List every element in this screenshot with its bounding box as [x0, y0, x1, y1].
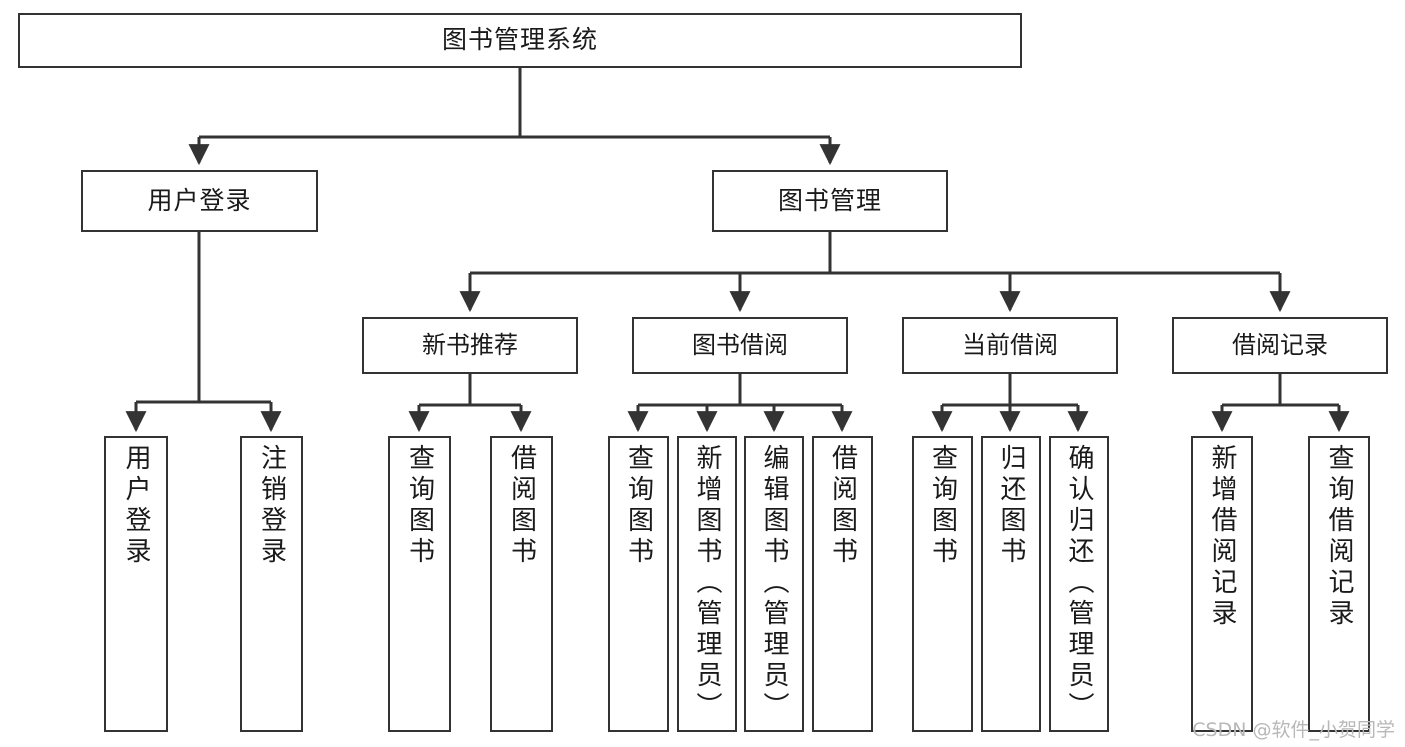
- node-label: 编辑图书（管理员）: [759, 444, 789, 723]
- node-label: 当前借阅: [962, 330, 1058, 359]
- node-new-book-recommend[interactable]: 新书推荐: [362, 317, 578, 374]
- node-label: 确认归还（管理员）: [1064, 444, 1094, 723]
- node-user-login[interactable]: 用户登录: [81, 170, 318, 232]
- node-label: 用户登录: [147, 185, 252, 215]
- node-label: 查询图书: [623, 444, 654, 568]
- node-book-management[interactable]: 图书管理: [712, 170, 948, 232]
- node-leaf-add-record[interactable]: 新增借阅记录: [1191, 436, 1253, 732]
- node-label: 新增借阅记录: [1207, 444, 1237, 630]
- node-leaf-query-record[interactable]: 查询借阅记录: [1308, 436, 1370, 732]
- node-label: 查询图书: [404, 444, 435, 568]
- node-label: 图书管理系统: [441, 25, 598, 55]
- node-label: 借阅图书: [827, 444, 858, 568]
- node-current-borrow[interactable]: 当前借阅: [902, 317, 1118, 374]
- node-leaf-query-book-1[interactable]: 查询图书: [388, 436, 451, 732]
- node-label: 借阅图书: [506, 444, 537, 568]
- node-leaf-logout-login[interactable]: 注销登录: [240, 436, 303, 732]
- node-label: 用户登录: [121, 444, 151, 568]
- node-book-borrow[interactable]: 图书借阅: [632, 317, 848, 374]
- node-label: 注销登录: [256, 444, 287, 568]
- node-leaf-borrow-book-2[interactable]: 借阅图书: [812, 436, 873, 732]
- node-leaf-user-login[interactable]: 用户登录: [104, 436, 168, 732]
- node-leaf-edit-book[interactable]: 编辑图书（管理员）: [744, 436, 804, 732]
- node-root-book-management-system[interactable]: 图书管理系统: [18, 13, 1022, 68]
- watermark-text: CSDN @软件_小贺同学: [1192, 719, 1395, 741]
- node-leaf-return-book[interactable]: 归还图书: [981, 436, 1041, 732]
- node-label: 查询图书: [927, 444, 958, 568]
- node-leaf-query-book-3[interactable]: 查询图书: [912, 436, 973, 732]
- node-label: 查询借阅记录: [1324, 444, 1354, 630]
- node-label: 新增图书（管理员）: [692, 444, 722, 723]
- node-leaf-borrow-book-1[interactable]: 借阅图书: [490, 436, 553, 732]
- node-borrow-record[interactable]: 借阅记录: [1172, 317, 1388, 374]
- node-leaf-confirm-return[interactable]: 确认归还（管理员）: [1049, 436, 1109, 732]
- node-label: 借阅记录: [1232, 330, 1328, 359]
- node-leaf-add-book[interactable]: 新增图书（管理员）: [677, 436, 737, 732]
- node-leaf-query-book-2[interactable]: 查询图书: [608, 436, 669, 732]
- node-label: 归还图书: [996, 444, 1026, 568]
- node-label: 图书借阅: [692, 330, 788, 359]
- node-label: 图书管理: [777, 185, 882, 215]
- node-label: 新书推荐: [422, 330, 518, 359]
